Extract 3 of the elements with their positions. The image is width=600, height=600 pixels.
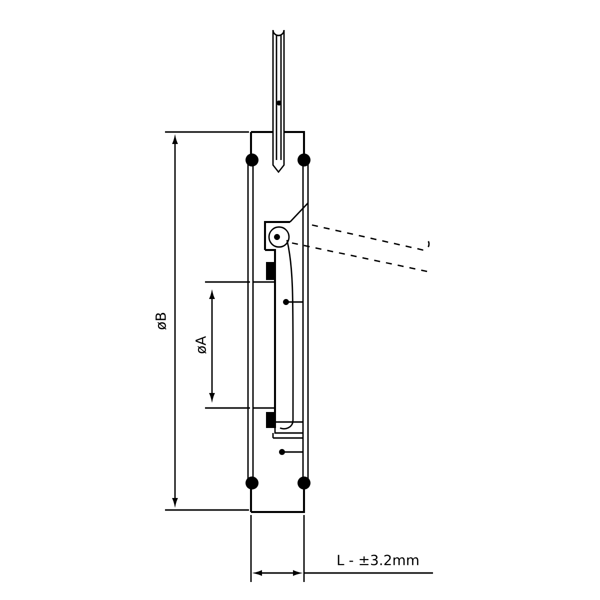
- dimension-label: øB: [156, 312, 166, 330]
- dimension-label: L - ±3.2mm: [338, 554, 418, 566]
- dimension-label: øA: [196, 336, 206, 354]
